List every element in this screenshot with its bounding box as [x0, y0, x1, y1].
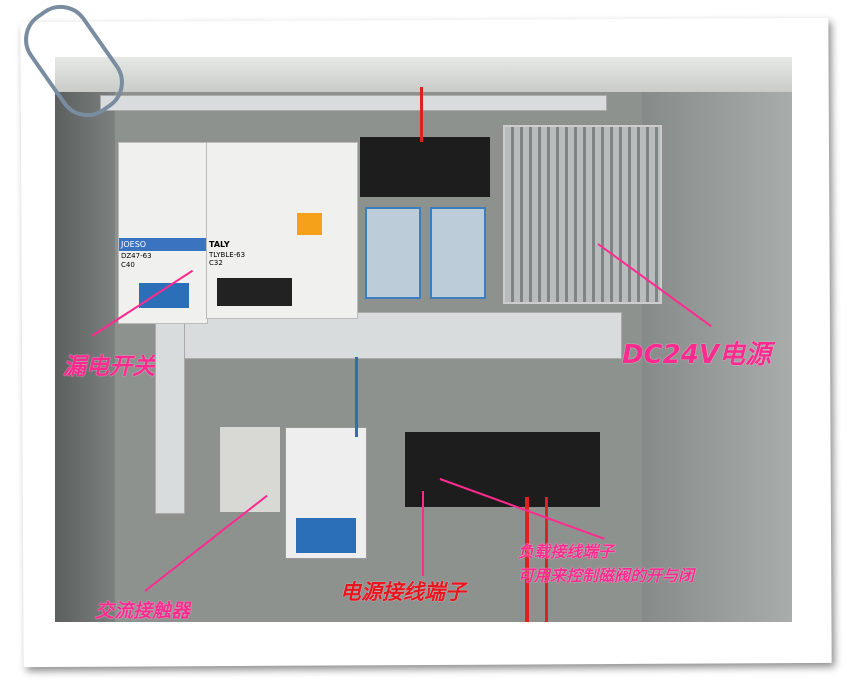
cabinet-left-wall [55, 92, 115, 622]
label-load-terminal-desc: 可用来控制磁阀的开与闭 [518, 566, 695, 585]
wire-duct-top [100, 95, 607, 111]
load-terminal-block [405, 432, 600, 507]
breaker2-model: TLYBLE-63 [209, 251, 246, 259]
breaker2-brand: TALY [209, 240, 230, 249]
label-dc24v-power: DC24V电源 [622, 340, 771, 370]
relay-1 [365, 207, 421, 299]
cabinet-right-wall [642, 92, 792, 622]
label-ac-contactor: 交流接触器 [95, 600, 191, 622]
label-power-terminal: 电源接线端子 [340, 580, 466, 604]
breaker2-rating: C32 [209, 259, 223, 267]
breaker1-model: DZ47-63 [121, 252, 152, 260]
label-load-terminal: 负载接线端子 [518, 542, 615, 561]
wire-duct-middle [160, 312, 622, 359]
label-leakage-switch: 漏电开关 [63, 354, 155, 380]
breaker1-brand: JOESO [119, 238, 207, 251]
ac-contactor [285, 427, 367, 559]
cabinet-lid [55, 57, 792, 92]
relay-terminal-block [360, 137, 490, 197]
breaker-taly: TALY TLYBLE-63 C32 [206, 142, 358, 319]
fuse-holder [220, 427, 280, 512]
relay-2 [430, 207, 486, 299]
breaker-joeso: JOESO DZ47-63 C40 [118, 142, 208, 324]
electrical-panel-photo: JOESO DZ47-63 C40 TALY TLYBLE-63 C32 [55, 57, 792, 622]
dc24v-power-supply [503, 125, 662, 304]
breaker1-rating: C40 [121, 261, 135, 269]
